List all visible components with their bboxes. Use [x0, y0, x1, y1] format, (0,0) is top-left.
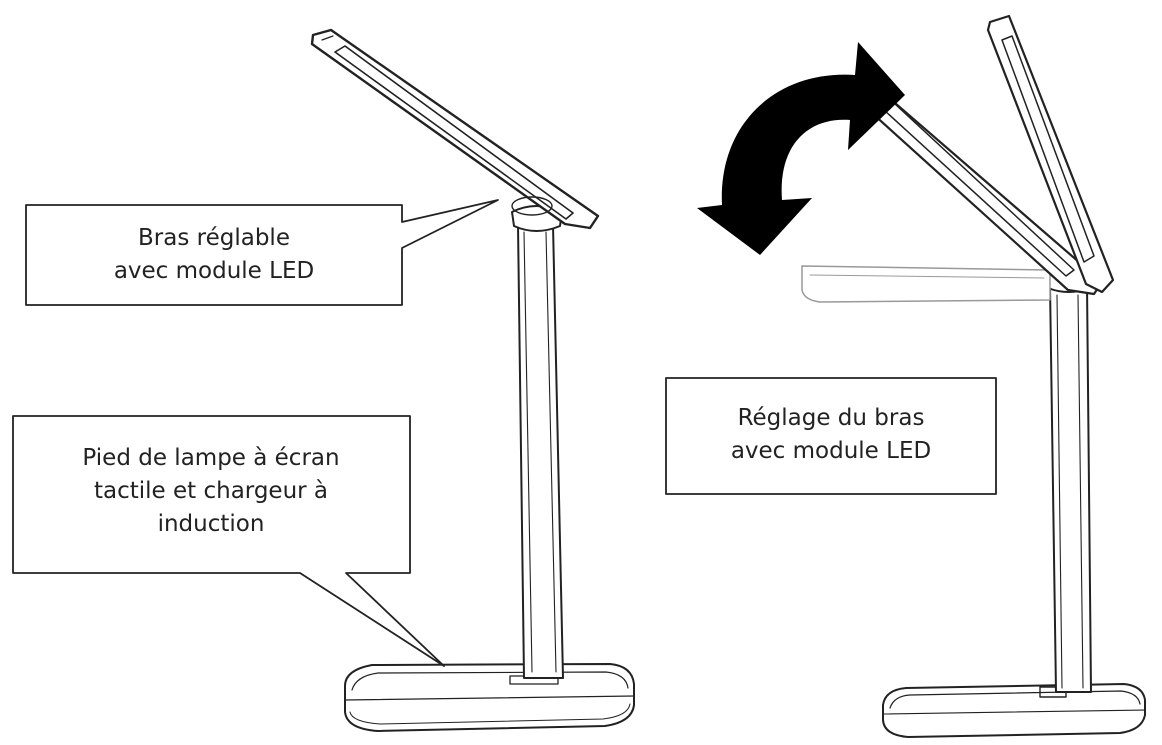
callout-adjust-line2: avec module LED [730, 438, 932, 464]
left-lamp [310, 28, 635, 732]
left-lamp-base [344, 663, 635, 732]
callout-arm-line1: Bras réglable [138, 225, 290, 251]
right-lamp-base [882, 683, 1146, 738]
callout-adjust: Réglage du bras avec module LED [676, 402, 986, 468]
left-lamp-pole [511, 205, 564, 679]
callout-adjust-line1: Réglage du bras [737, 405, 925, 431]
right-lamp-pole [1045, 266, 1093, 693]
rotation-arrow-icon [697, 42, 905, 255]
callout-base: Pied de lampe à écran tactile et chargeu… [26, 442, 396, 541]
callout-base-line1: Pied de lampe à écran [82, 445, 340, 471]
callout-base-shape [12, 415, 445, 667]
right-lamp-arm-upright [986, 14, 1115, 294]
callout-adjust-shape [665, 377, 997, 495]
callout-arm-shape [25, 199, 499, 306]
right-lamp-arm-horizontal [801, 265, 1051, 303]
callout-base-line3: induction [157, 511, 265, 537]
callout-arm-line2: avec module LED [113, 258, 315, 284]
callout-base-line2: tactile et chargeur à [93, 478, 329, 504]
left-lamp-arm [310, 28, 600, 230]
callout-arm: Bras réglable avec module LED [40, 222, 388, 288]
